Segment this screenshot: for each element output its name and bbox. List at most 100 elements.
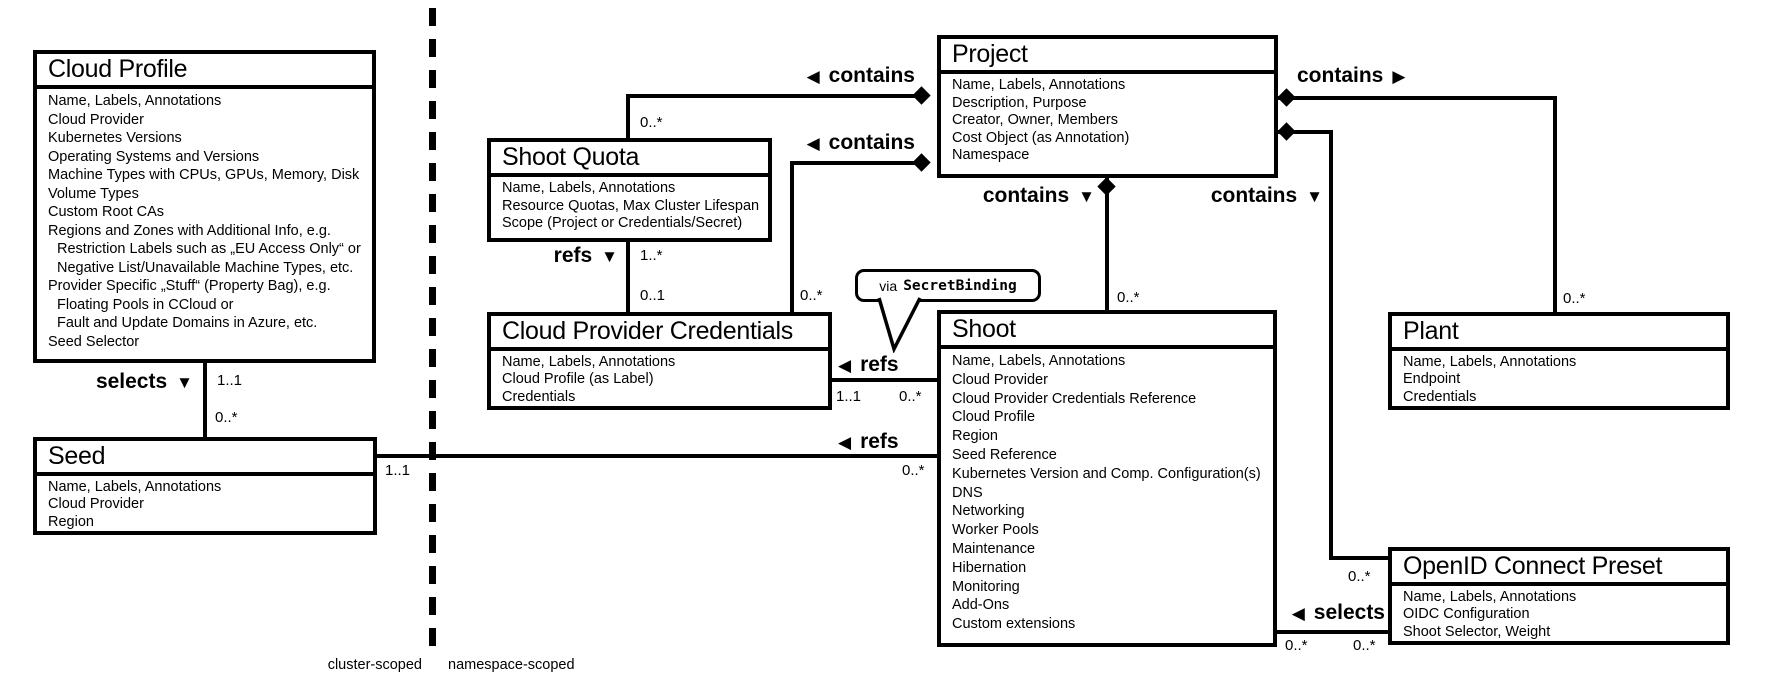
arrow-left-icon: ◀: [806, 133, 820, 153]
composition-diamond-icon: [1277, 122, 1296, 141]
attr-row: DNS: [952, 484, 983, 501]
attr-row: Provider Specific „Stuff“ (Property Bag)…: [48, 278, 331, 294]
attr-row: Monitoring: [952, 578, 1020, 595]
arrow-down-icon: ▼: [1306, 186, 1323, 206]
attr-row: Namespace: [952, 147, 1030, 163]
arrow-left-icon: ◀: [838, 355, 852, 375]
class-title: Shoot: [941, 314, 1273, 349]
connector-selects-seed: [203, 363, 207, 437]
class-box-shoot: Shoot Name, Labels, Annotations Cloud Pr…: [937, 310, 1277, 647]
multiplicity: 0..*: [1117, 289, 1140, 306]
attr-row: Regions and Zones with Additional Info, …: [48, 222, 331, 239]
attr-row: Cloud Provider: [48, 496, 144, 513]
attr-row: Seed Reference: [952, 446, 1057, 463]
secret-binding-callout: via SecretBinding: [855, 269, 1041, 302]
relation-label-contains-plant: contains ▶: [1297, 64, 1406, 87]
attr-row: Description, Purpose: [952, 94, 1087, 111]
attr-row: Name, Labels, Annotations: [952, 77, 1126, 93]
attr-row: Region: [48, 513, 94, 530]
attr-row: Resource Quotas, Max Cluster Lifespan: [502, 197, 760, 214]
arrow-left-icon: ◀: [806, 66, 820, 86]
attr-row: Worker Pools: [952, 522, 1039, 539]
relation-label-shoot-refs-credentials: ◀ refs: [838, 353, 899, 376]
class-box-shoot-quota: Shoot Quota Name, Labels, Annotations Re…: [487, 138, 772, 242]
relation-label-contains-shoot-quota: ◀ contains: [806, 64, 915, 87]
multiplicity: 1..1: [217, 372, 243, 389]
composition-diamond-icon: [912, 86, 931, 105]
attr-row: Custom Root CAs: [48, 204, 165, 220]
arrow-right-icon: ▶: [1392, 66, 1406, 86]
class-attributes: Name, Labels, Annotations Cloud Profile …: [491, 351, 828, 406]
class-box-seed: Seed Name, Labels, Annotations Cloud Pro…: [33, 437, 377, 535]
connector-openid-selects-shoot: [1277, 630, 1388, 634]
relation-label-selects-seed: selects ▼: [95, 370, 193, 393]
composition-diamond-icon: [912, 153, 931, 172]
multiplicity: 0..*: [1285, 637, 1308, 654]
connector-contains-openid-horiz1: [1278, 130, 1333, 134]
scope-separator-dashed-line: [429, 8, 436, 648]
attr-row: Name, Labels, Annotations: [1403, 354, 1577, 370]
callout-tail-pointer: [877, 297, 922, 353]
relation-label-contains-shoot: contains ▼: [982, 184, 1095, 207]
attr-row: Name, Labels, Annotations: [952, 353, 1126, 369]
attr-row: Name, Labels, Annotations: [48, 93, 222, 109]
attr-row: OIDC Configuration: [1403, 606, 1530, 623]
class-attributes: Name, Labels, Annotations Cloud Provider…: [941, 349, 1273, 634]
connector-contains-shoot: [1105, 178, 1109, 310]
attr-row: Cloud Profile: [952, 409, 1036, 426]
attr-row: Fault and Update Domains in Azure, etc.: [57, 315, 318, 331]
class-attributes: Name, Labels, Annotations Endpoint Crede…: [1392, 351, 1726, 406]
multiplicity: 1..1: [385, 462, 411, 479]
attr-row: Add-Ons: [952, 597, 1010, 614]
class-box-plant: Plant Name, Labels, Annotations Endpoint…: [1388, 312, 1730, 410]
class-box-openid-connect-preset: OpenID Connect Preset Name, Labels, Anno…: [1388, 547, 1730, 645]
composition-diamond-icon: [1277, 88, 1296, 107]
class-title: Cloud Profile: [37, 54, 372, 89]
class-box-project: Project Name, Labels, Annotations Descri…: [937, 35, 1278, 178]
attr-row: Creator, Owner, Members: [952, 112, 1118, 128]
connector-quota-refs-credentials: [626, 242, 630, 312]
connector-contains-openid-vert: [1329, 130, 1333, 560]
arrow-down-icon: ▼: [1078, 186, 1095, 206]
attr-row: Name, Labels, Annotations: [502, 180, 676, 196]
multiplicity: 1..*: [640, 247, 663, 264]
connector-contains-shoot-quota-vert: [626, 96, 630, 138]
attr-row: Kubernetes Version and Comp. Configurati…: [952, 465, 1261, 482]
multiplicity: 1..1: [836, 388, 862, 405]
relation-label-quota-refs: refs ▼: [553, 244, 618, 267]
multiplicity: 0..1: [640, 287, 666, 304]
attr-row: Floating Pools in CCloud or: [57, 296, 234, 313]
multiplicity: 0..*: [800, 287, 823, 304]
attr-row: Operating Systems and Versions: [48, 148, 260, 165]
class-box-cloud-provider-credentials: Cloud Provider Credentials Name, Labels,…: [487, 312, 832, 410]
attr-row: Maintenance: [952, 540, 1036, 557]
attr-row: Cloud Provider: [952, 371, 1048, 388]
relation-label-contains-openid: contains ▼: [1210, 184, 1323, 207]
connector-contains-credentials-vert: [790, 163, 794, 312]
callout-code: SecretBinding: [903, 277, 1017, 294]
class-title: OpenID Connect Preset: [1392, 551, 1726, 586]
arrow-left-icon: ◀: [1291, 603, 1305, 623]
attr-row: Cloud Profile (as Label): [502, 371, 654, 388]
arrow-down-icon: ▼: [176, 372, 193, 392]
connector-contains-openid-horiz2: [1329, 556, 1388, 560]
attr-row: Shoot Selector, Weight: [1403, 623, 1551, 640]
attr-row: Name, Labels, Annotations: [1403, 589, 1577, 605]
class-attributes: Name, Labels, Annotations OIDC Configura…: [1392, 586, 1726, 641]
arrow-left-icon: ◀: [838, 432, 852, 452]
multiplicity: 0..*: [215, 409, 238, 426]
connector-shoot-refs-seed: [377, 454, 937, 458]
class-title: Cloud Provider Credentials: [491, 316, 828, 351]
relation-label-contains-credentials: ◀ contains: [806, 131, 915, 154]
connector-contains-shoot-quota-horiz: [626, 94, 926, 98]
class-attributes: Name, Labels, Annotations Description, P…: [941, 74, 1274, 165]
class-title: Plant: [1392, 316, 1726, 351]
class-attributes: Name, Labels, Annotations Cloud Provider…: [37, 476, 373, 531]
class-title: Project: [941, 39, 1274, 74]
attr-row: Volume Types: [48, 185, 139, 202]
attr-row: Scope (Project or Credentials/Secret): [502, 215, 743, 231]
attr-row: Networking: [952, 503, 1025, 520]
attr-row: Cloud Provider Credentials Reference: [952, 390, 1197, 407]
connector-contains-credentials-horiz: [790, 161, 926, 165]
